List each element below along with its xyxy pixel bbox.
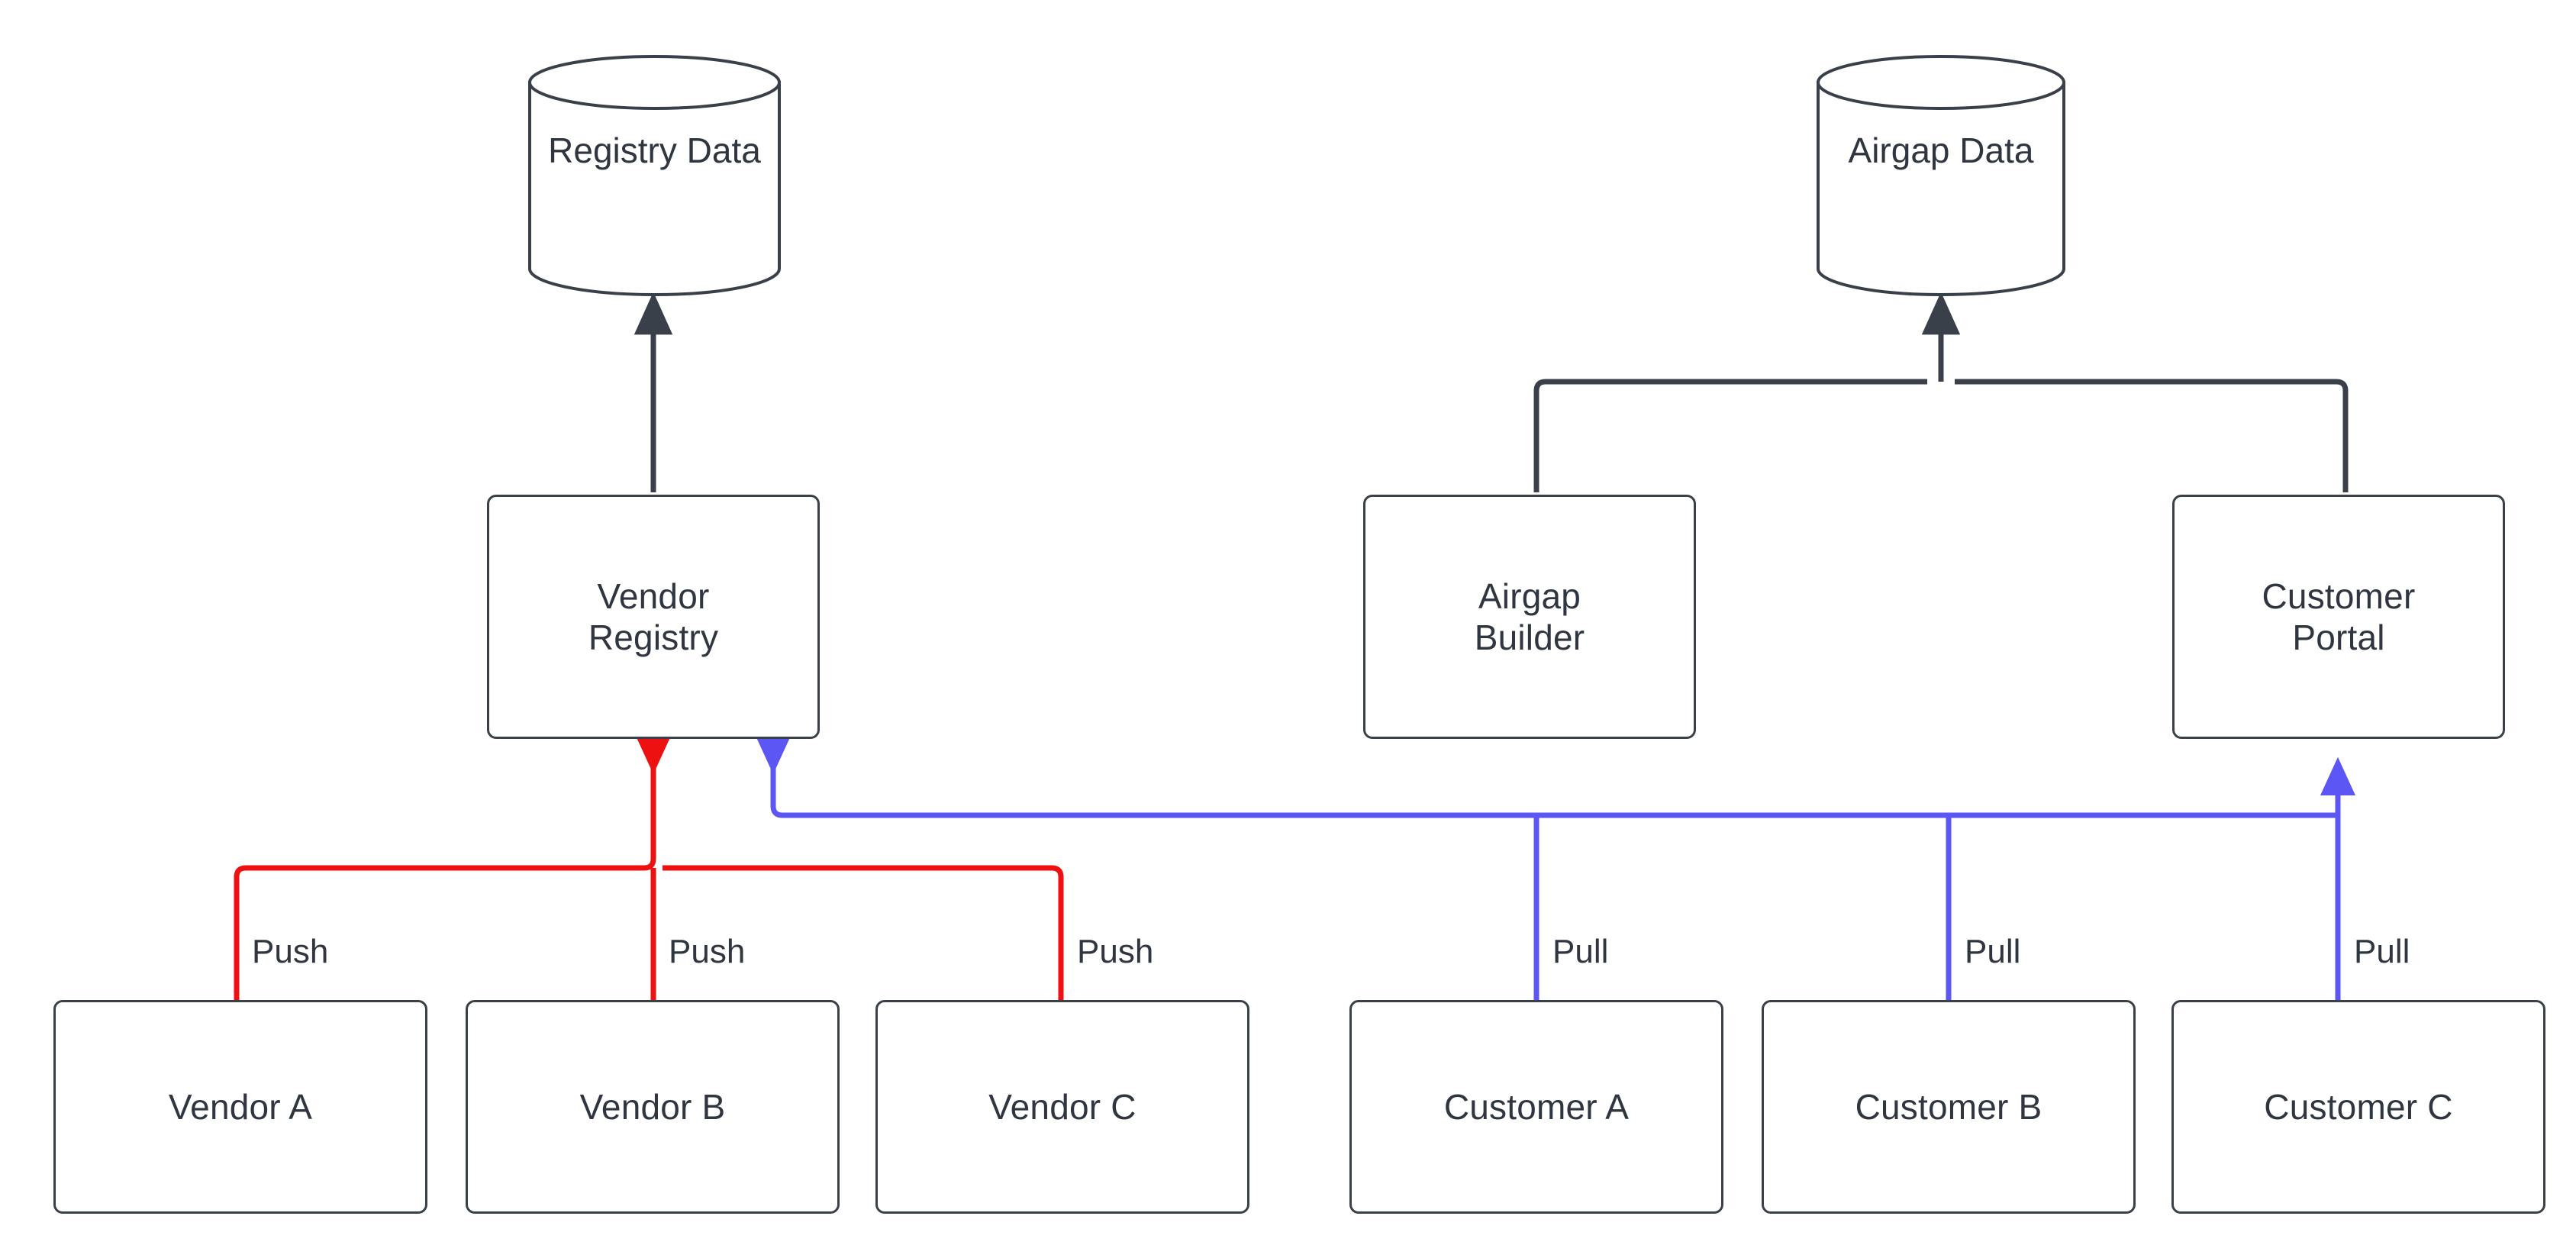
node-customer-c[interactable]: Customer C bbox=[2171, 1000, 2545, 1214]
node-label: Vendor B bbox=[579, 1086, 726, 1127]
node-label: Customer B bbox=[1855, 1086, 2042, 1127]
node-label-line2: Portal bbox=[2292, 618, 2385, 657]
edge-pull-to-vendor-registry bbox=[755, 735, 2338, 818]
node-customer-a[interactable]: Customer A bbox=[1349, 1000, 1723, 1214]
datastore-airgap-data: Airgap Data bbox=[1815, 53, 2067, 298]
edge-push-bus bbox=[234, 735, 672, 1000]
node-label: Vendor A bbox=[168, 1086, 313, 1127]
node-label-line1: Airgap bbox=[1478, 576, 1581, 616]
node-label-line2: Builder bbox=[1474, 618, 1585, 657]
node-label: Customer A bbox=[1443, 1086, 1630, 1127]
edge-airgap-builder-to-airgap-data bbox=[1533, 379, 1927, 492]
node-vendor-b[interactable]: Vendor B bbox=[466, 1000, 840, 1214]
datastore-label-line1: Registry bbox=[548, 131, 677, 170]
node-label-line2: Registry bbox=[588, 618, 719, 657]
node-label-line1: Customer bbox=[2262, 576, 2416, 616]
edge-label-push-vendor-b: Push bbox=[669, 933, 746, 970]
datastore-label-line1: Airgap bbox=[1848, 131, 1950, 170]
node-airgap-builder[interactable]: Airgap Builder bbox=[1363, 495, 1696, 739]
cylinder-shape bbox=[1817, 55, 2065, 296]
node-label: Customer C bbox=[2264, 1086, 2453, 1127]
edge-label-pull-customer-a: Pull bbox=[1552, 933, 1609, 970]
edge-label-push-vendor-a: Push bbox=[252, 933, 329, 970]
node-label-line1: Vendor bbox=[597, 576, 710, 616]
node-customer-b[interactable]: Customer B bbox=[1762, 1000, 2136, 1214]
edge-push-vendor-c bbox=[663, 865, 1064, 1000]
datastore-registry-data: Registry Data bbox=[527, 53, 782, 298]
datastore-label-line2: Data bbox=[686, 131, 761, 170]
node-vendor-c[interactable]: Vendor C bbox=[875, 1000, 1249, 1214]
node-vendor-registry[interactable]: Vendor Registry bbox=[487, 495, 820, 739]
edge-label-pull-customer-b: Pull bbox=[1965, 933, 2021, 970]
edge-customer-portal-to-airgap-data bbox=[1955, 379, 2349, 492]
edge-label-push-vendor-c: Push bbox=[1077, 933, 1154, 970]
node-label: Vendor C bbox=[988, 1086, 1136, 1127]
cylinder-shape bbox=[528, 55, 781, 296]
datastore-label-line2: Data bbox=[1959, 131, 2034, 170]
node-vendor-a[interactable]: Vendor A bbox=[53, 1000, 427, 1214]
edge-label-pull-customer-c: Pull bbox=[2354, 933, 2410, 970]
node-customer-portal[interactable]: Customer Portal bbox=[2172, 495, 2505, 739]
